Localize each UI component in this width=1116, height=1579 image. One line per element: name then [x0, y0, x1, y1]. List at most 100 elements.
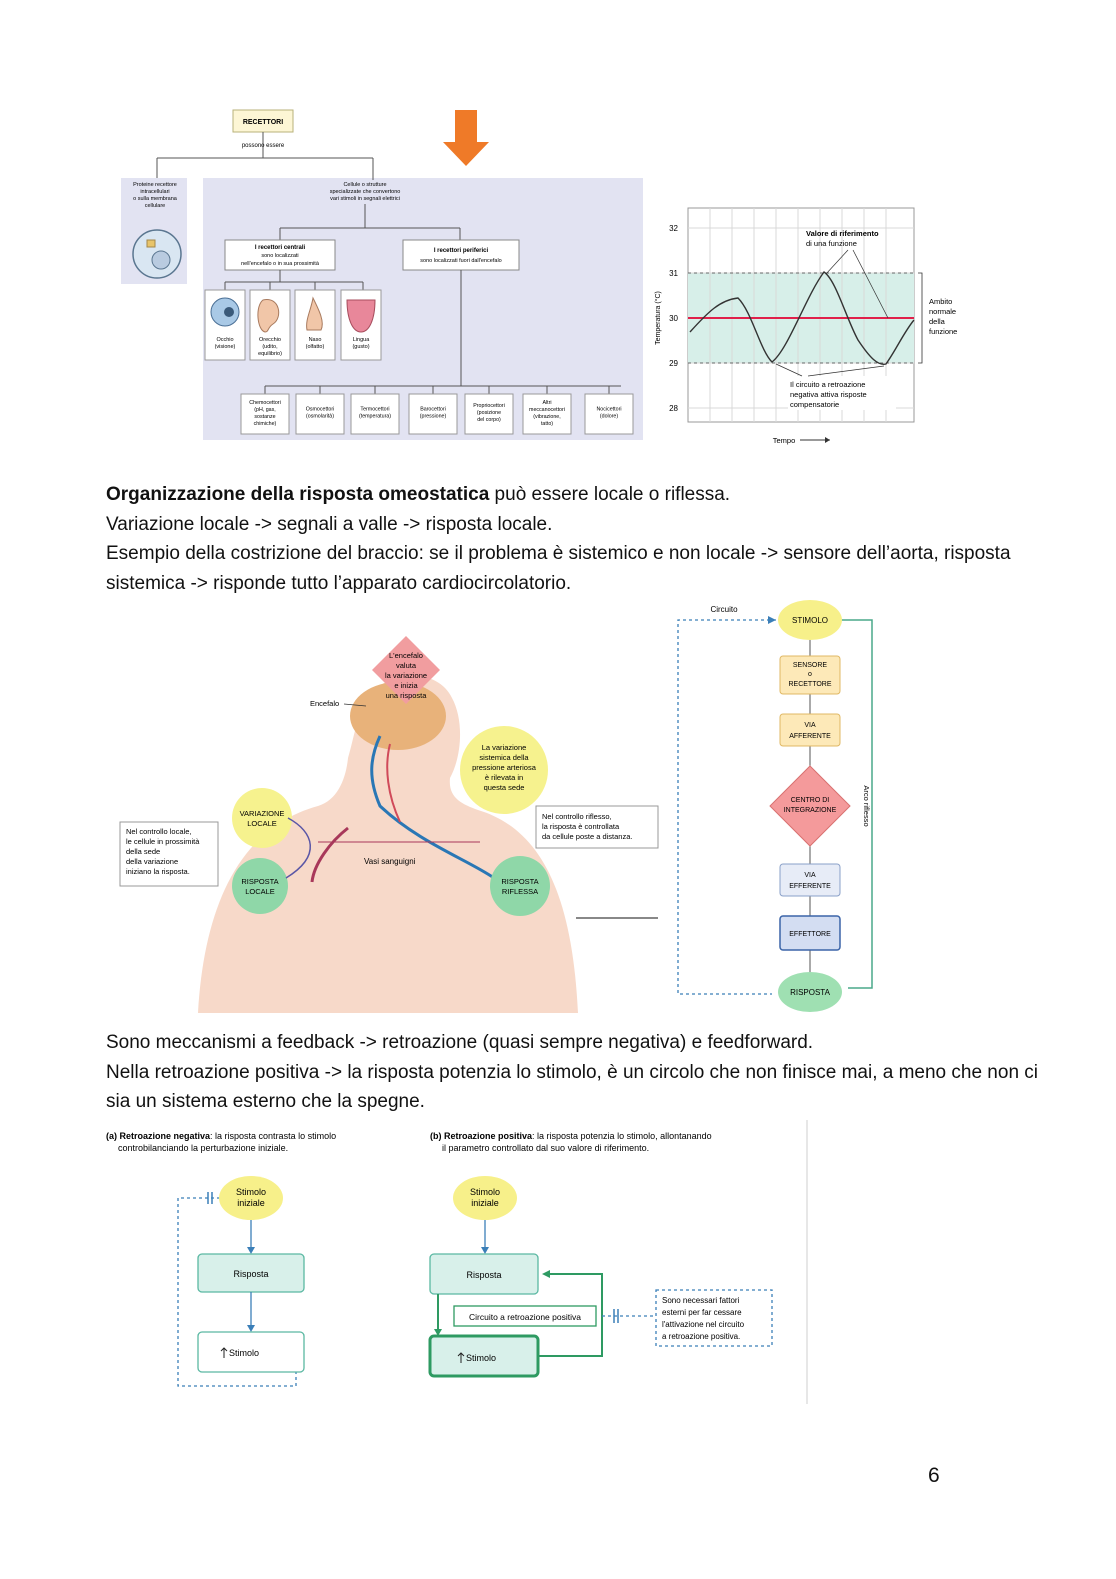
receptor-type-label: (temperatura): [359, 414, 391, 420]
feedback-note-line: Il circuito a retroazione: [790, 380, 865, 389]
stimulus-label: STIMOLO: [792, 616, 828, 625]
cells-structures-line: Cellule o strutture: [343, 182, 386, 188]
cells-structures-line: specializzate che convertono: [330, 189, 401, 195]
setpoint-title: Valore di riferimento: [806, 229, 879, 238]
sense-eye-label: Occhio: [216, 337, 233, 343]
brain-note-line: valuta: [396, 661, 417, 670]
receptor-type-label: Nocicettori: [596, 407, 621, 413]
receptors-diagram: RECETTORI possono essere Proteine recett…: [115, 100, 655, 445]
paragraph-line: Esempio della costrizione del braccio: s…: [106, 539, 1066, 598]
reflex-response-line: RIFLESSA: [502, 887, 538, 896]
receptor-type-label: (posizione: [477, 410, 501, 416]
reflex-response-line: RISPOSTA: [501, 877, 538, 886]
body-control-diagram: L'encefalo valuta la variazione e inizia…: [118, 628, 663, 1013]
receptor-type-label: (pH, gas,: [254, 407, 276, 413]
sense-nose-label: (olfatto): [306, 344, 325, 350]
membrane-proteins-line: Proteine recettore: [133, 182, 177, 188]
reflex-arc-flowchart: Circuito Arco riflesso STIMOLO SENSORE o…: [668, 596, 888, 1016]
cells-structures-line: vari stimoli in segnali elettrici: [330, 196, 400, 202]
paragraph-line: Nella retroazione positiva -> la rispost…: [106, 1058, 1066, 1117]
panel-b-title: (b) Retroazione positiva: la risposta po…: [430, 1131, 712, 1141]
receptor-type-label: (vibrazione,: [533, 414, 560, 420]
efferent-label: EFFERENTE: [789, 883, 831, 890]
sensor-label: RECETTORE: [788, 681, 831, 688]
receptor-type-label: sostanze: [254, 414, 275, 420]
central-receptors-line: sono localizzati: [261, 253, 298, 259]
local-note-line: della sede: [126, 847, 160, 856]
panel-b-title-rest: : la risposta potenzia lo stimolo, allon…: [532, 1131, 712, 1141]
stimulus-b-label: Stimolo: [466, 1353, 496, 1363]
afferent-node: [780, 714, 840, 746]
reflex-note-line: da cellule poste a distanza.: [542, 832, 632, 841]
paragraph-line: Organizzazione della risposta omeostatic…: [106, 480, 1066, 510]
response-b-label: Risposta: [466, 1270, 501, 1280]
sense-ear-label: equilibrio): [258, 351, 282, 357]
receptor-type-label: chimiche): [254, 421, 277, 427]
y-tick: 31: [669, 269, 678, 278]
orange-arrow-icon: [443, 110, 489, 166]
sense-ear-label: (udito,: [262, 344, 278, 350]
systemic-note-line: questa sede: [484, 783, 525, 792]
arc-label: Arco riflesso: [862, 785, 871, 826]
reflex-note-line: Nel controllo riflesso,: [542, 812, 612, 821]
external-note-line: l'attivazione nel circuito: [662, 1320, 745, 1329]
feedback-note-line: compensatorie: [790, 400, 839, 409]
brain-note-line: la variazione: [385, 671, 427, 680]
external-note-line: a retroazione positiva.: [662, 1332, 740, 1341]
normal-range-line: funzione: [929, 327, 957, 336]
reflex-response-circle: [490, 856, 550, 916]
central-receptors-title: I recettori centrali: [255, 245, 306, 251]
x-axis-label: Tempo: [773, 436, 796, 445]
peripheral-receptors-line: sono localizzati fuori dall'encefalo: [420, 258, 501, 264]
efferent-node: [780, 864, 840, 896]
membrane-proteins-line: o sulla membrana: [133, 196, 178, 202]
circuit-label: Circuito: [710, 605, 738, 614]
normal-range-line: normale: [929, 307, 956, 316]
reflex-note-line: la risposta è controllata: [542, 822, 620, 831]
y-tick: 32: [669, 224, 678, 233]
initial-stimulus-a-line: iniziale: [237, 1198, 265, 1208]
sense-eye-label: (visione): [215, 344, 236, 350]
bold-heading: Organizzazione della risposta omeostatic…: [106, 484, 489, 505]
local-note-line: Nel controllo locale,: [126, 827, 191, 836]
receptor-type-label: (dolore): [600, 414, 618, 420]
systemic-note-line: sistemica della: [479, 753, 529, 762]
paragraph-line: Variazione locale -> segnali a valle -> …: [106, 510, 1066, 540]
feedback-note-line: negativa attiva risposte: [790, 390, 867, 399]
sense-ear-label: Orecchio: [259, 337, 281, 343]
brain-note-line: una risposta: [386, 691, 428, 700]
sense-nose-label: Naso: [309, 337, 322, 343]
response-a-label: Risposta: [233, 1269, 268, 1279]
receptor-type-label: (pressione): [420, 414, 447, 420]
panel-a-title: (a) Retroazione negativa: la risposta co…: [106, 1131, 336, 1141]
y-tick: 30: [669, 314, 678, 323]
page-number: 6: [928, 1464, 940, 1488]
integration-label: CENTRO DI: [791, 797, 830, 804]
local-variation-line: LOCALE: [247, 819, 277, 828]
integration-label: INTEGRAZIONE: [784, 807, 837, 814]
local-variation-line: VARIAZIONE: [240, 809, 285, 818]
stimulus-a-label: Stimolo: [229, 1348, 259, 1358]
brain-note-line: L'encefalo: [389, 651, 423, 660]
local-response-circle: [232, 858, 288, 914]
external-note-line: Sono necessari fattori: [662, 1296, 740, 1305]
systemic-note-line: pressione arteriosa: [472, 763, 537, 772]
setpoint-subtitle: di una funzione: [806, 239, 857, 248]
receptor-type-label: Termocettori: [360, 407, 389, 413]
y-tick: 28: [669, 404, 678, 413]
sensor-label: SENSORE: [793, 662, 828, 669]
receptor-type-label: del corpo): [477, 417, 501, 423]
external-note-line: esterni per far cessare: [662, 1308, 742, 1317]
membrane-proteins-line: intracellulari: [140, 189, 169, 195]
local-variation-circle: [232, 788, 292, 848]
feedback-loops-diagram: (a) Retroazione negativa: la risposta co…: [104, 1120, 814, 1410]
panel-b-title-bold: (b) Retroazione positiva: [430, 1131, 533, 1141]
local-note-line: le cellule in prossimità: [126, 837, 200, 846]
paragraph-feedback: Sono meccanismi a feedback -> retroazion…: [106, 1028, 1066, 1117]
normal-range-line: della: [929, 317, 946, 326]
receptor-type-label: Propriocettori: [473, 403, 505, 409]
paragraph-organization: Organizzazione della risposta omeostatic…: [106, 480, 1066, 598]
systemic-note-line: La variazione: [482, 743, 527, 752]
initial-stimulus-b-line: Stimolo: [470, 1187, 500, 1197]
